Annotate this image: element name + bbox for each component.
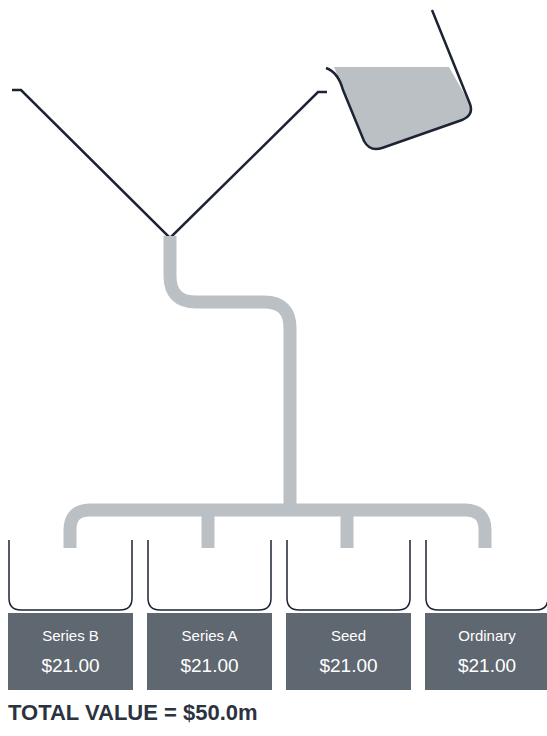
value-plate: Seed $21.00 [286, 613, 411, 690]
total-value: TOTAL VALUE = $50.0m [8, 700, 258, 726]
share-class-name: Seed [331, 627, 366, 645]
share-price: $21.00 [41, 655, 99, 677]
share-class-bucket: Series A $21.00 [147, 540, 272, 690]
share-price: $21.00 [458, 655, 516, 677]
share-class-name: Series B [42, 627, 99, 645]
bucket-outline [8, 540, 133, 614]
share-class-name: Series A [182, 627, 238, 645]
manifold-drop [208, 510, 347, 548]
share-class-bucket: Series B $21.00 [8, 540, 133, 690]
bucket-line [287, 540, 410, 610]
bucket-outline [147, 540, 272, 614]
share-class-bucket: Ordinary $21.00 [425, 540, 547, 690]
share-class-bucket: Seed $21.00 [286, 540, 411, 690]
funnel [12, 90, 327, 238]
bucket-line [9, 540, 132, 610]
bucket-line [426, 540, 547, 610]
share-price: $21.00 [319, 655, 377, 677]
value-plate: Ordinary $21.00 [425, 613, 547, 690]
pipe [170, 236, 290, 510]
bucket-outline [286, 540, 411, 614]
share-price: $21.00 [180, 655, 238, 677]
bucket-line [148, 540, 271, 610]
bucket-outline [425, 540, 547, 614]
pouring-cup [326, 10, 471, 149]
share-class-name: Ordinary [458, 627, 516, 645]
value-plate: Series A $21.00 [147, 613, 272, 690]
cup-liquid [334, 67, 471, 149]
value-plate: Series B $21.00 [8, 613, 133, 690]
